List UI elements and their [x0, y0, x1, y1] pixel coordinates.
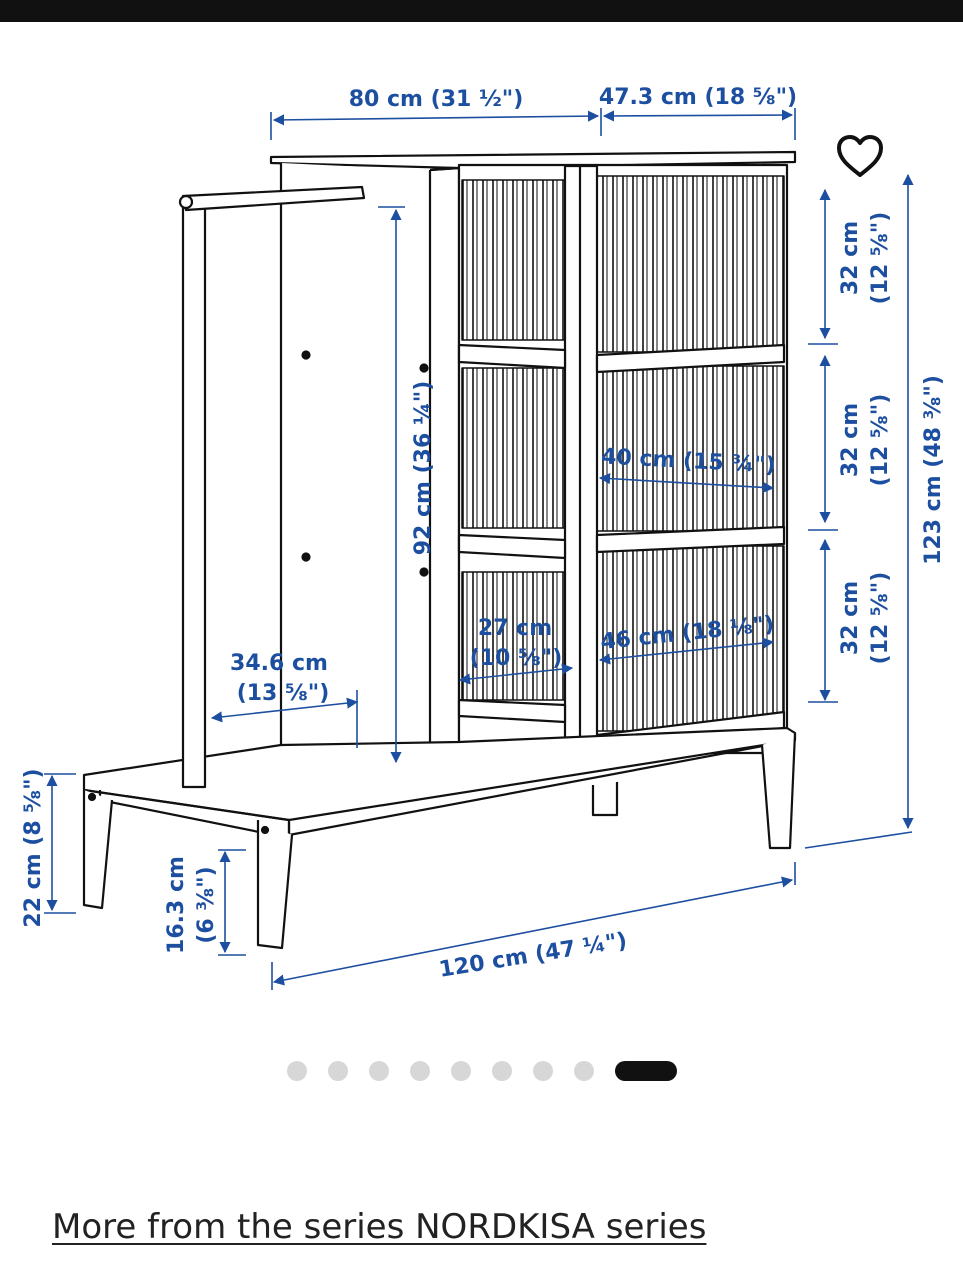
- dim-depth-34-in: (13 ⅝"): [237, 681, 330, 706]
- carousel-dot-3[interactable]: [369, 1061, 389, 1081]
- carousel-dot-2[interactable]: [328, 1061, 348, 1081]
- product-dimension-diagram: 80 cm (31 ½") 47.3 cm (18 ⅝") 32 cm (12 …: [21, 85, 946, 990]
- dimension-lines: [44, 108, 914, 990]
- dim-leg-22: 22 cm (8 ⅝"): [21, 768, 46, 927]
- dim-inner-27-cm: 27 cm: [478, 616, 552, 641]
- dim-height-123: 123 cm (48 ⅜"): [921, 375, 946, 565]
- carousel-dot-4[interactable]: [410, 1061, 430, 1081]
- dim-shelf-bottom-cm: 32 cm: [838, 581, 863, 655]
- carousel-dot-8[interactable]: [574, 1061, 594, 1081]
- series-link[interactable]: More from the series NORDKISA series: [52, 1207, 707, 1247]
- dim-shelf-mid-in: (12 ⅝"): [868, 394, 893, 487]
- dim-depth-34-cm: 34.6 cm: [230, 651, 328, 676]
- carousel-dot-6[interactable]: [492, 1061, 512, 1081]
- carousel-pagination: [0, 1057, 963, 1085]
- dim-shelf-top-cm: 32 cm: [838, 221, 863, 295]
- dim-height-92: 92 cm (36 ¼"): [411, 381, 436, 556]
- heart-outline-icon: [837, 135, 883, 177]
- furniture-drawing: [82, 150, 797, 950]
- dim-shelf-mid-cm: 32 cm: [838, 403, 863, 477]
- dim-shelf-top-in: (12 ⅝"): [868, 212, 893, 305]
- carousel-dot-9-active[interactable]: [615, 1061, 677, 1081]
- dim-shelf-bottom-in: (12 ⅝"): [868, 572, 893, 665]
- carousel-dot-5[interactable]: [451, 1061, 471, 1081]
- dim-leg-16-in: (6 ⅜"): [194, 866, 219, 943]
- dim-leg-16-cm: 16.3 cm: [164, 856, 189, 954]
- carousel-dot-7[interactable]: [533, 1061, 553, 1081]
- dim-inner-27-in: (10 ⅝"): [470, 646, 563, 671]
- dim-width-80: 80 cm (31 ½"): [349, 87, 524, 112]
- favorite-button[interactable]: [834, 133, 886, 181]
- dim-depth-47: 47.3 cm (18 ⅝"): [599, 85, 797, 110]
- dim-width-120: 120 cm (47 ¼"): [437, 928, 628, 982]
- status-bar: [0, 0, 963, 22]
- carousel-dot-1[interactable]: [287, 1061, 307, 1081]
